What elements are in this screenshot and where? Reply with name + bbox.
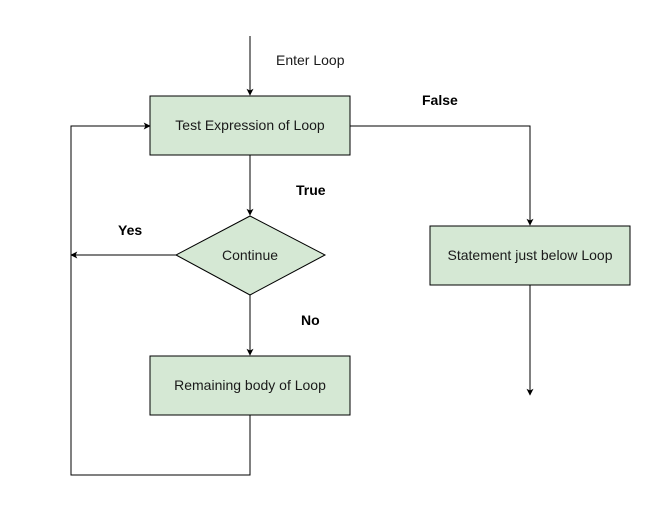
no-label: No bbox=[301, 312, 320, 328]
test-expression-label: Test Expression of Loop bbox=[175, 117, 325, 133]
remaining-body-label: Remaining body of Loop bbox=[174, 377, 326, 393]
test-expression-node: Test Expression of Loop bbox=[149, 95, 351, 156]
statement-below-node: Statement just below Loop bbox=[429, 225, 631, 286]
statement-below-box bbox=[429, 225, 631, 286]
true-label: True bbox=[296, 182, 326, 198]
false-arrow bbox=[350, 125, 534, 226]
continue-decision-node: Continue bbox=[174, 215, 327, 296]
remaining-body-node: Remaining body of Loop bbox=[149, 355, 351, 416]
false-label: False bbox=[422, 92, 458, 108]
continue-label: Continue bbox=[222, 247, 278, 263]
loop-back-arrow bbox=[70, 122, 251, 476]
statement-below-label: Statement just below Loop bbox=[448, 247, 613, 263]
yes-label: Yes bbox=[118, 222, 142, 238]
remaining-body-box bbox=[149, 355, 351, 416]
continue-diamond bbox=[174, 215, 327, 296]
test-expression-box bbox=[149, 95, 351, 156]
enter-loop-label: Enter Loop bbox=[276, 52, 345, 68]
